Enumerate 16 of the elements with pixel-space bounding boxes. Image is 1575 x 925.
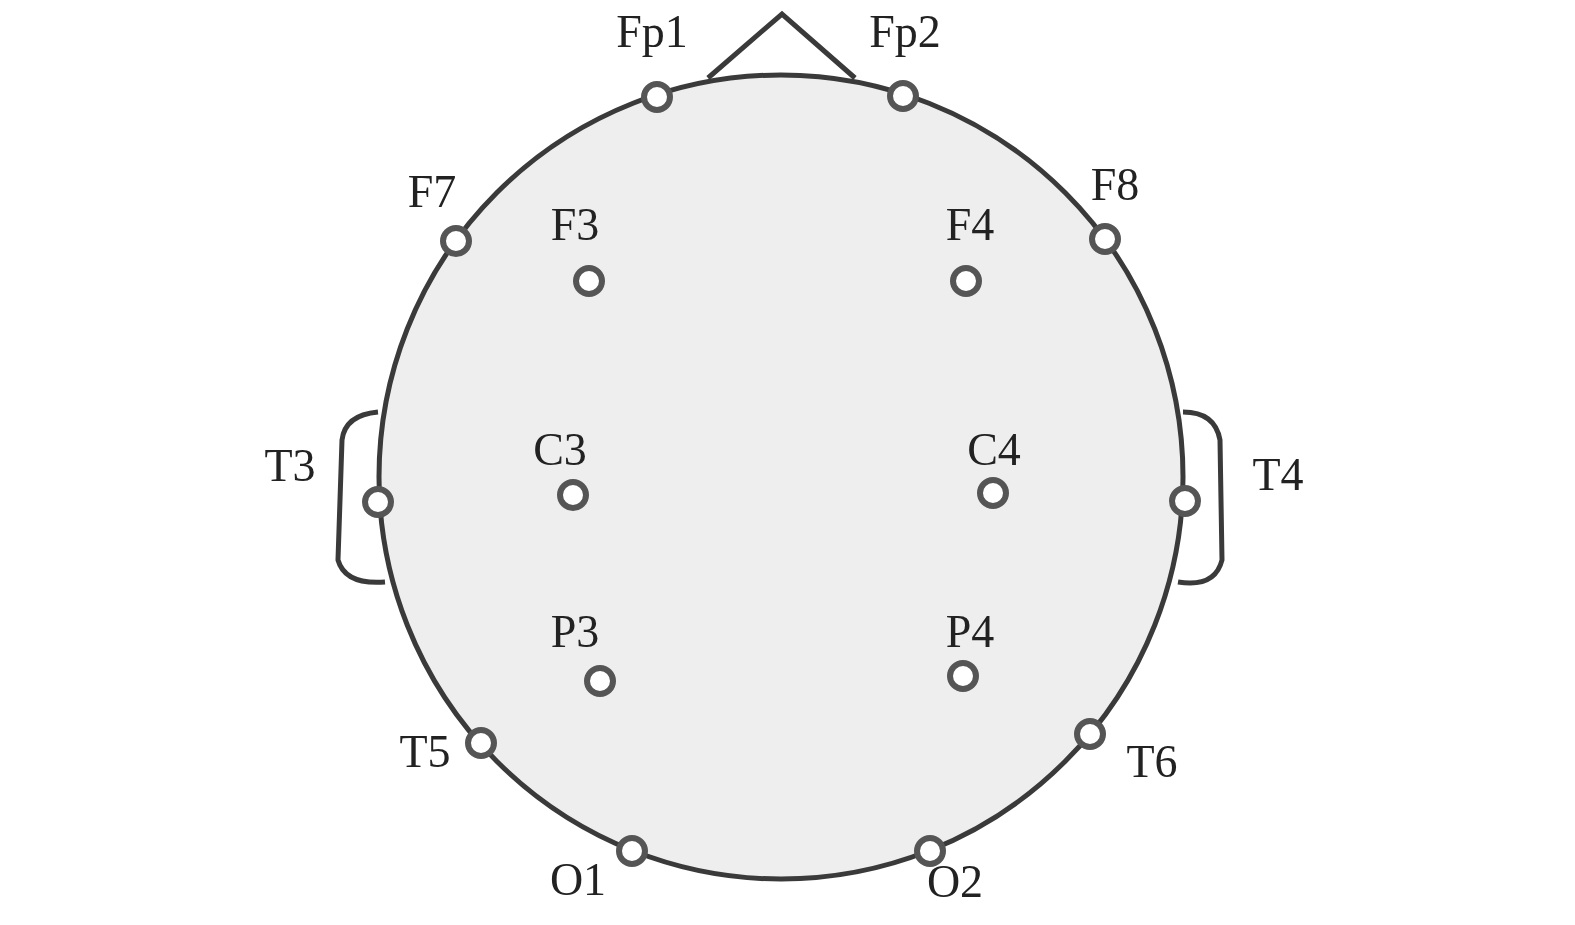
electrode-label: T5 (399, 729, 451, 775)
electrode-label: C3 (533, 427, 587, 473)
electrode-label: F8 (1090, 162, 1140, 208)
electrode-label: Fp1 (616, 9, 688, 55)
electrode-label: T3 (264, 443, 316, 489)
electrode-label: F7 (407, 169, 457, 215)
electrode-label: C4 (967, 427, 1021, 473)
electrode-label: F3 (550, 202, 600, 248)
electrode-label: P3 (550, 609, 600, 655)
electrode-label: P4 (945, 609, 995, 655)
electrode-label: T4 (1252, 452, 1304, 498)
electrode-label: T6 (1126, 739, 1178, 785)
electrode-label: O2 (926, 859, 984, 905)
electrode-label: Fp2 (869, 9, 941, 55)
electrode-label: F4 (945, 202, 995, 248)
electrode-label: O1 (549, 857, 607, 903)
